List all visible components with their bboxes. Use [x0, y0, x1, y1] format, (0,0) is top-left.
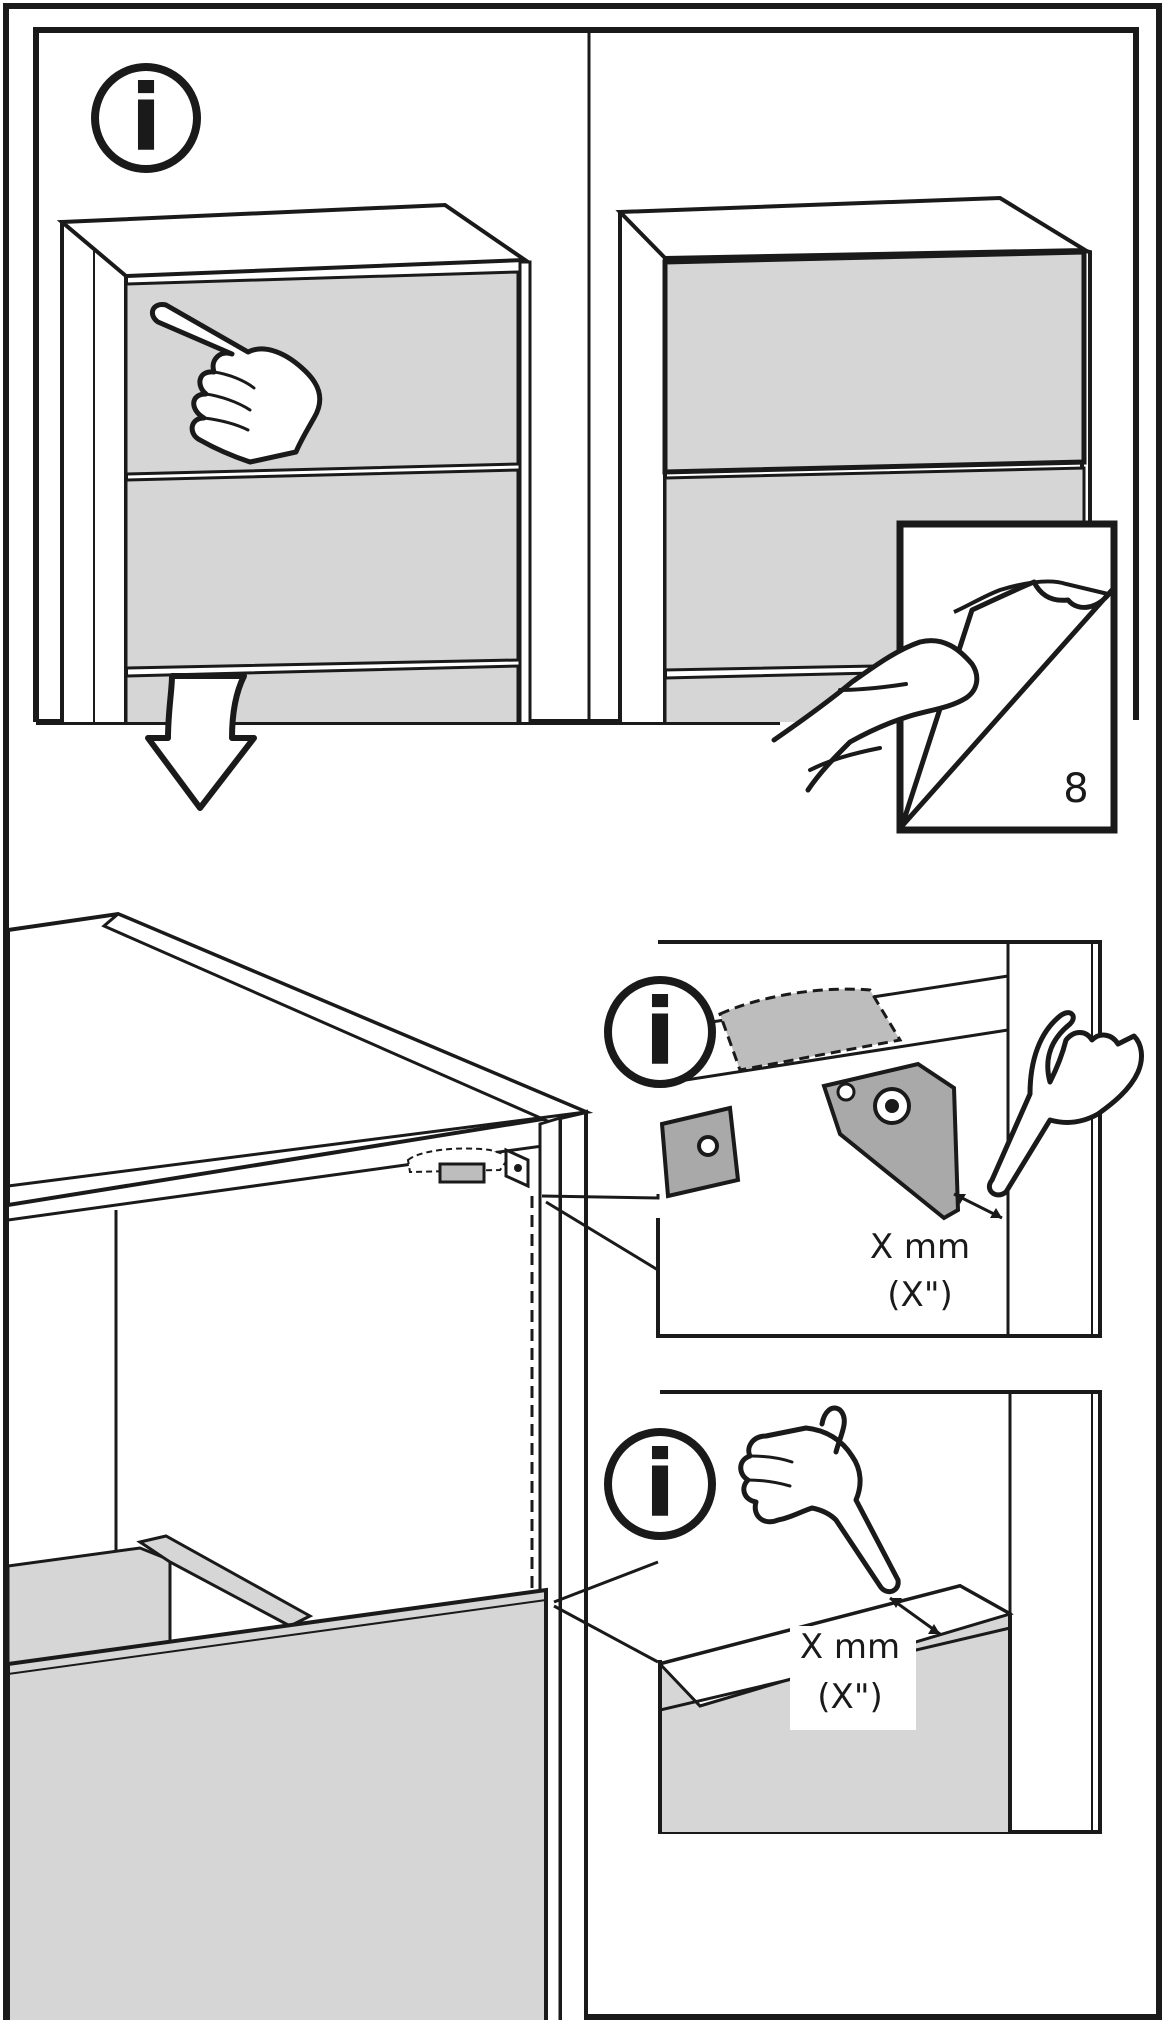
- down-arrow-icon: [145, 673, 257, 811]
- pointing-hand-icon: [149, 302, 323, 465]
- gap-label-bottom-in: (X"): [817, 1677, 882, 1717]
- gap-label-top-in: (X"): [887, 1275, 952, 1315]
- gap-label-bottom-mm: X mm: [800, 1627, 900, 1667]
- pointing-hand-icon: [738, 1405, 901, 1595]
- drawer-rail: [136, 1534, 314, 1628]
- drawer-front-upper: [124, 270, 520, 476]
- zoom-inset-drawer-edge: X mm (X"): [553, 1390, 1102, 1834]
- gap-label-top-mm: X mm: [870, 1227, 970, 1267]
- cabinet-bottom-scene: [8, 911, 594, 2020]
- drawer-front-middle: [124, 468, 520, 670]
- drawer-front-upper-right: [662, 249, 1087, 475]
- info-icon: i: [91, 63, 201, 173]
- pointing-hand-icon: [986, 1010, 1144, 1198]
- info-symbol: i: [130, 65, 162, 172]
- bracket-plate: [821, 1061, 961, 1221]
- info-symbol: i: [644, 1431, 676, 1538]
- info-icon: i: [604, 1428, 716, 1540]
- zoom-inset-bracket: X mm (X"): [541, 940, 1102, 1338]
- info-icon: i: [604, 976, 716, 1088]
- drawer-front-bottom: [8, 1587, 548, 2020]
- peeled-film: [899, 579, 1115, 829]
- step-number: 8: [1063, 766, 1088, 812]
- peeling-hand-icon: [771, 638, 980, 793]
- cabinet-left-scene: [56, 202, 532, 722]
- info-symbol: i: [644, 979, 676, 1086]
